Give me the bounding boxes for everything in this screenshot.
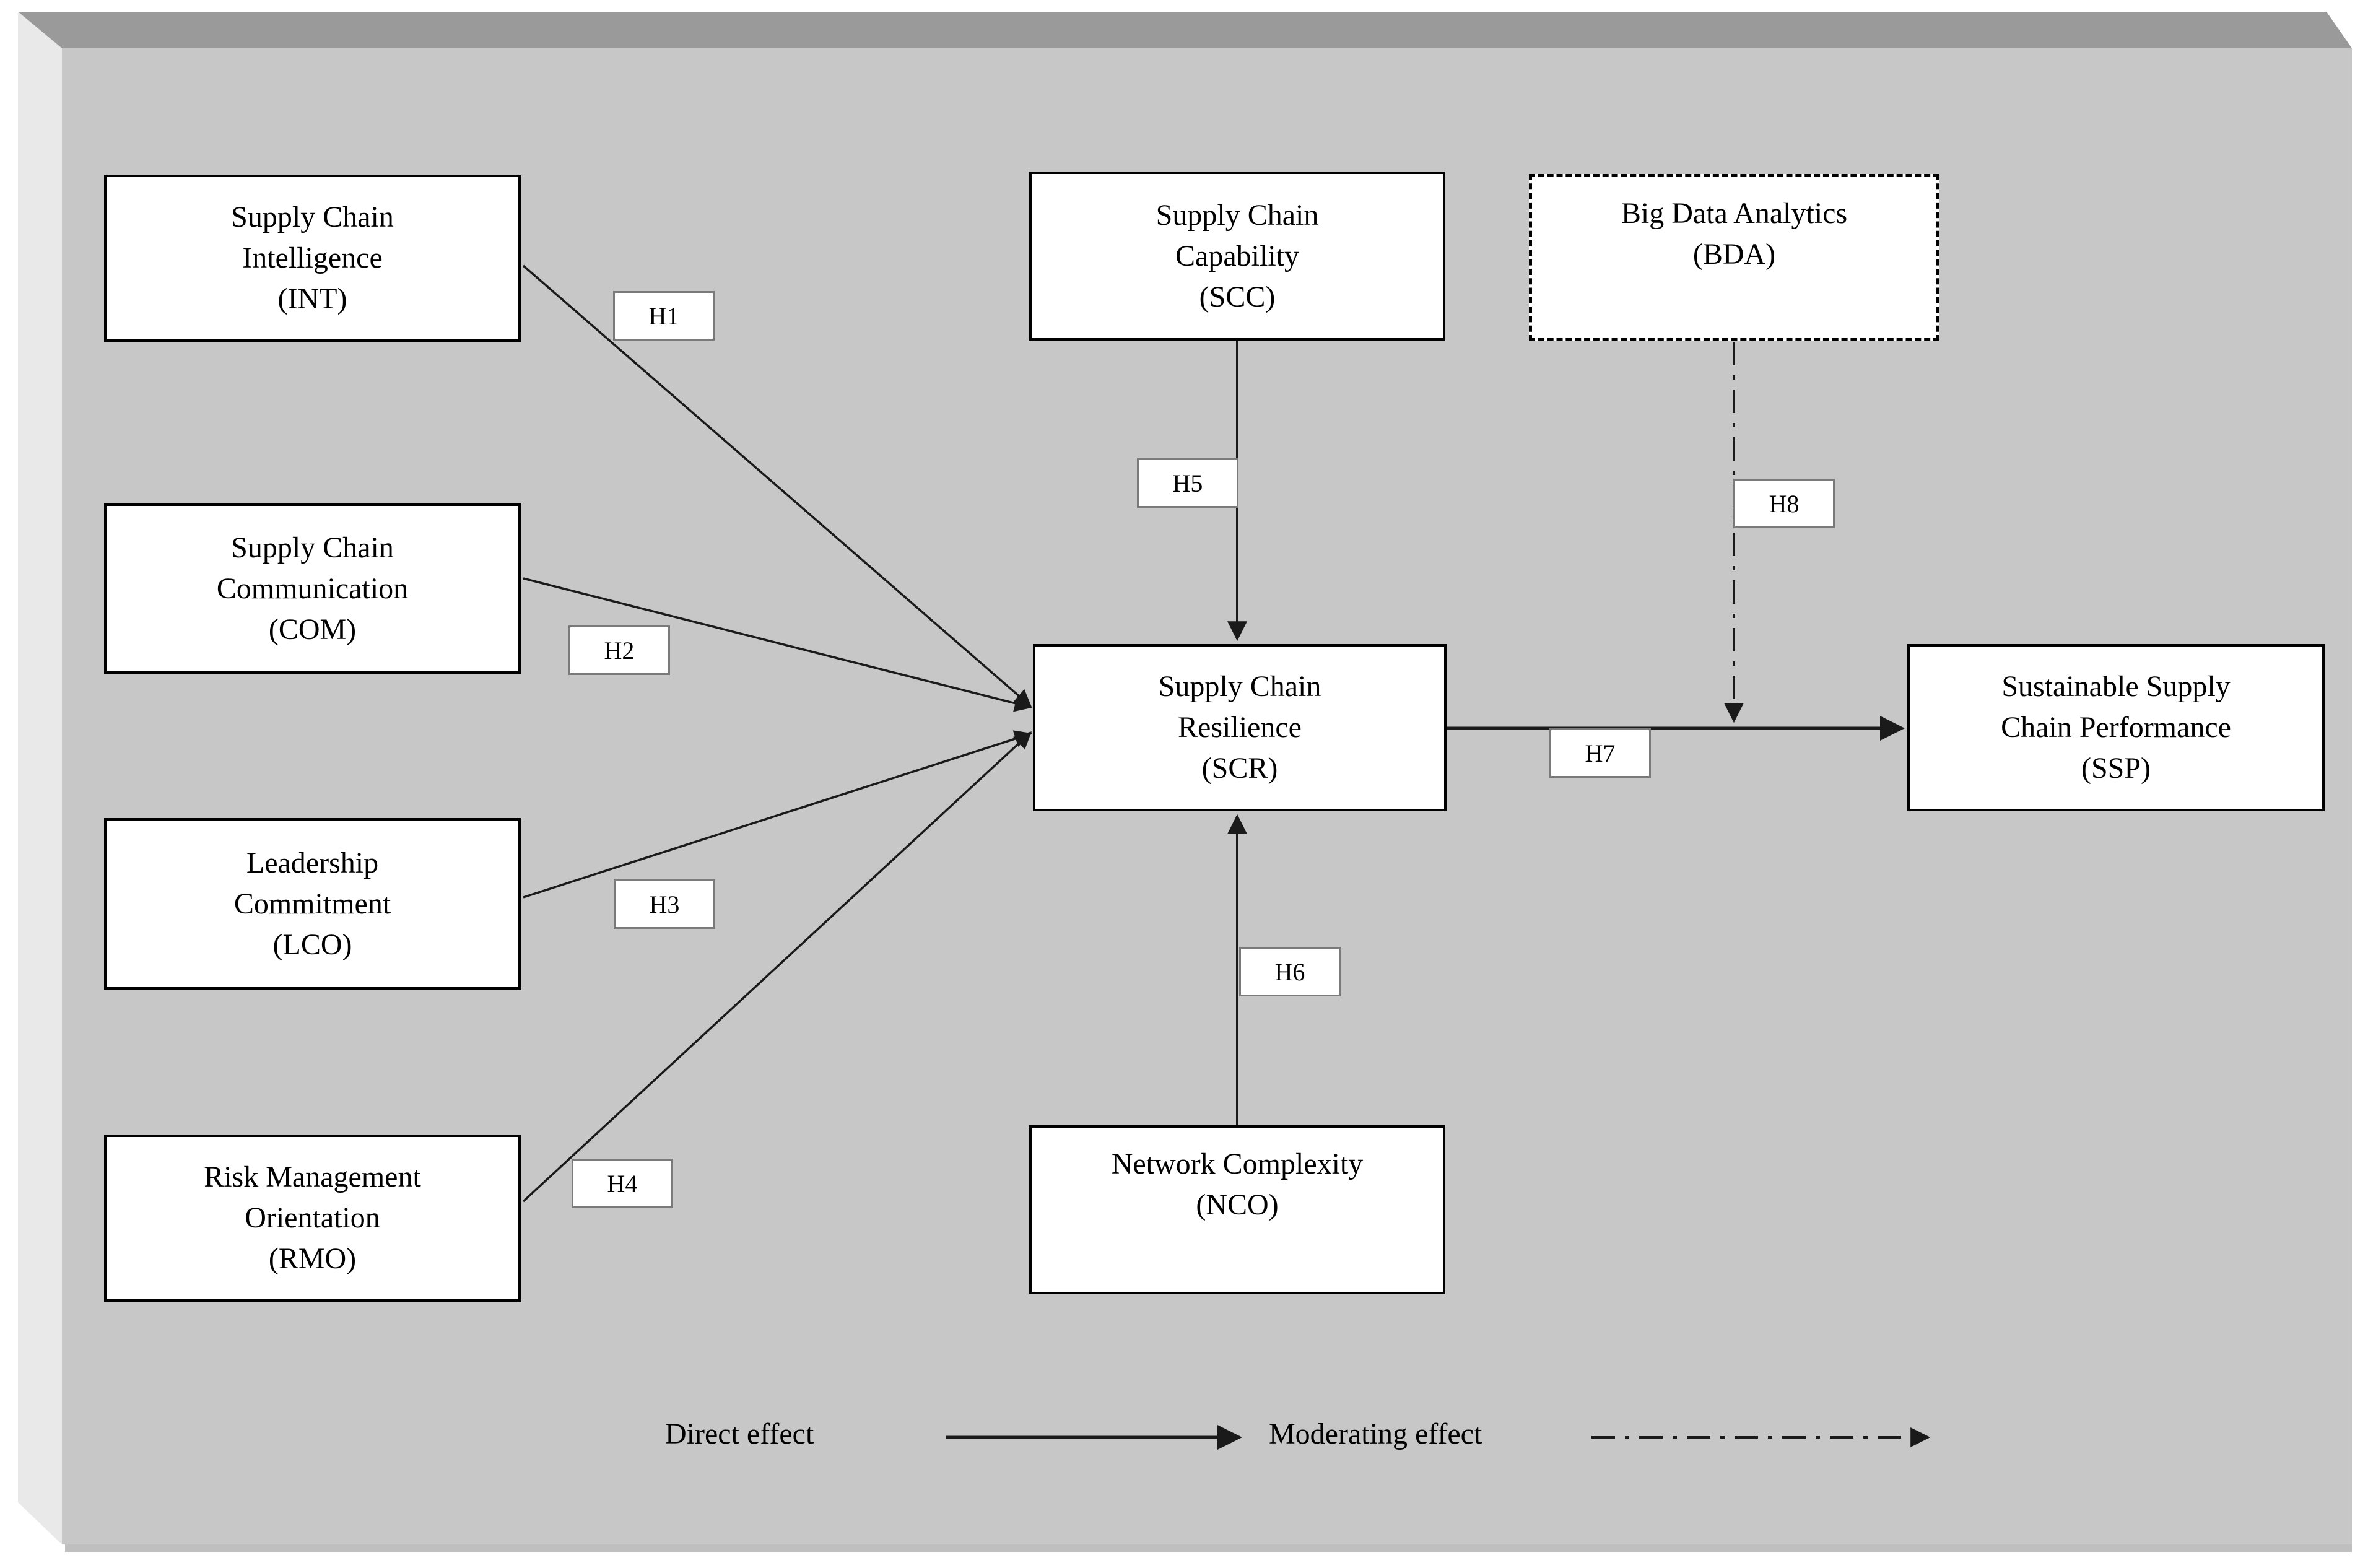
node-label-line: Chain Performance [2001, 711, 2231, 744]
node-label-line: (LCO) [272, 928, 352, 961]
panel-bottom-shadow [65, 1544, 2352, 1552]
arrow-h2 [523, 577, 1032, 712]
node-label-line: Big Data Analytics [1621, 197, 1848, 230]
node-label-line: Resilience [1178, 711, 1302, 744]
legend-direct-label: Direct effect [665, 1418, 814, 1450]
node-label-line: (RMO) [268, 1242, 357, 1275]
node-label-line: Supply Chain [1158, 670, 1321, 703]
node-label-line: (NCO) [1196, 1188, 1279, 1221]
node-label-line: Supply Chain [1156, 198, 1319, 232]
node-box-com: Supply Chain Communication (COM) [104, 503, 521, 674]
hypothesis-text: H4 [607, 1169, 638, 1198]
panel-left-bevel [18, 12, 62, 1544]
node-label-line: Communication [216, 572, 409, 605]
node-label-line: Leadership [246, 846, 379, 879]
node-label-line: Commitment [233, 887, 391, 920]
hypothesis-label-h8: H8 [1733, 479, 1835, 528]
node-box-bda: Big Data Analytics (BDA) [1529, 174, 1939, 341]
node-label-line: Supply Chain [231, 201, 394, 233]
node-label-line: (BDA) [1692, 238, 1776, 271]
node-label-line: (INT) [277, 282, 347, 315]
hypothesis-label-h4: H4 [572, 1159, 673, 1208]
hypothesis-text: H8 [1769, 489, 1800, 518]
node-box-scc: Supply Chain Capability (SCC) [1029, 172, 1445, 341]
node-label-line: (SSP) [2081, 752, 2151, 785]
node-label-line: Sustainable Supply [2001, 670, 2231, 703]
hypothesis-label-h3: H3 [614, 879, 715, 929]
node-label-line: (COM) [268, 612, 357, 646]
arrow-h3 [523, 730, 1032, 899]
hypothesis-label-h6: H6 [1239, 947, 1341, 996]
node-box-scr: Supply Chain Resilience (SCR) [1033, 644, 1447, 811]
node-box-nco: Network Complexity (NCO) [1029, 1125, 1445, 1294]
node-label-line: Supply Chain [231, 531, 394, 564]
node-label-line: Capability [1175, 239, 1299, 272]
hypothesis-text: H3 [649, 890, 680, 918]
hypothesis-text: H7 [1585, 739, 1616, 767]
node-label-line: Intelligence [242, 242, 383, 274]
hypothesis-label-h2: H2 [568, 625, 670, 675]
node-box-int: Supply Chain Intelligence (INT) [104, 175, 521, 342]
hypothesis-text: H5 [1172, 469, 1203, 497]
node-label-line: Risk Management [204, 1161, 421, 1193]
hypothesis-label-h7: H7 [1549, 728, 1651, 778]
hypothesis-label-h1: H1 [613, 291, 715, 341]
hypothesis-text: H6 [1274, 957, 1305, 986]
node-box-lco: Leadership Commitment (LCO) [104, 818, 521, 990]
node-label-line: (SCR) [1201, 752, 1278, 785]
node-label-line: (SCC) [1199, 280, 1276, 313]
legend-moderating-label: Moderating effect [1269, 1418, 1482, 1450]
node-label-line: Network Complexity [1111, 1148, 1364, 1180]
hypothesis-label-h5: H5 [1137, 458, 1238, 508]
arrow-h4 [522, 731, 1032, 1203]
hypothesis-text: H1 [648, 302, 679, 330]
hypothesis-text: H2 [604, 636, 635, 664]
panel-top-bevel [18, 12, 2352, 48]
node-box-rmo: Risk Management Orientation (RMO) [104, 1135, 521, 1302]
node-box-ssp: Sustainable Supply Chain Performance (SS… [1907, 644, 2325, 811]
node-label-line: Orientation [245, 1201, 380, 1234]
arrow-h1 [522, 264, 1032, 707]
